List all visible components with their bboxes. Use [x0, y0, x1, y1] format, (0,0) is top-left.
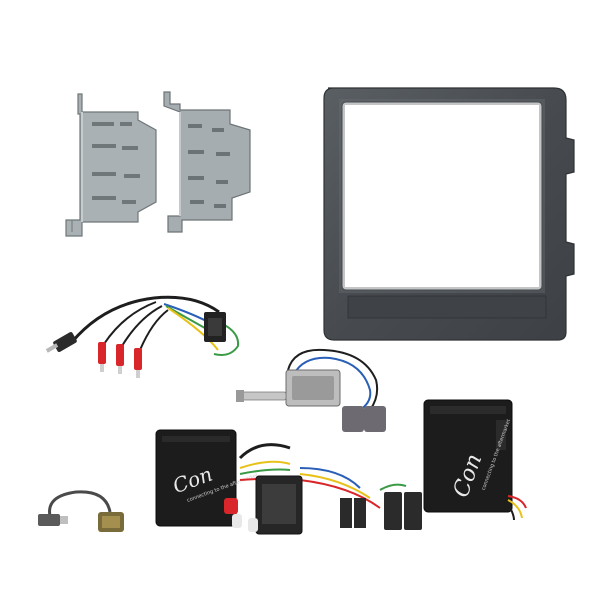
usb-fakra-adapter-cable: [36, 476, 136, 546]
fascia-panel: [318, 82, 580, 344]
right-mounting-bracket: [160, 90, 260, 240]
left-mounting-bracket: [58, 92, 168, 242]
quadlock-connector-harness: [224, 428, 400, 548]
steering-control-wiring-harness: [44, 284, 264, 384]
iso-connector-harness: [376, 482, 436, 542]
steering-interface-box-left: Con connecting to the aftermarket: [152, 424, 259, 534]
antenna-adapter: [234, 340, 394, 440]
steering-interface-box-right: Con connecting to the aftermarket: [418, 396, 528, 526]
